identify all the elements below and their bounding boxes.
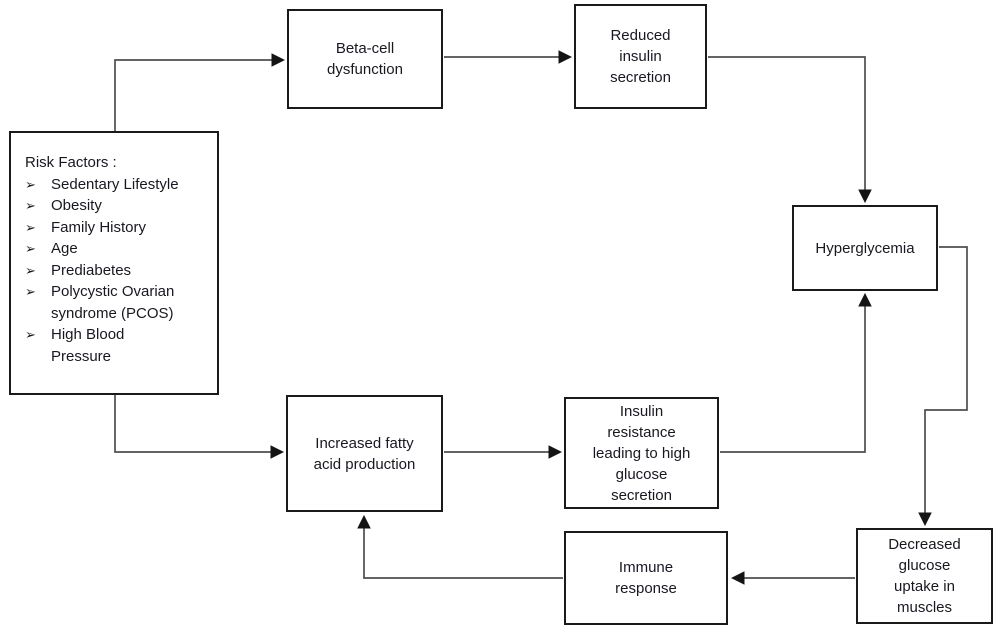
risk-factor-label: Prediabetes <box>51 261 132 279</box>
arrow-reduced-insulin-to-hyperglycemia <box>708 56 872 204</box>
arrow-bullet-icon: ➢ <box>25 219 36 235</box>
risk-factor-label: Age <box>51 240 78 257</box>
risk-factor-item: ➢ Polycystic Ovarian syndrome (PCOS) <box>23 281 211 324</box>
node-immune-response: Immune response <box>564 531 728 625</box>
risk-factor-item: ➢ Prediabetes <box>23 260 211 282</box>
arrow-bullet-icon: ➢ <box>25 176 36 192</box>
risk-factor-item: ➢ Family History <box>23 217 211 239</box>
risk-factor-item: ➢ Sedentary Lifestyle <box>23 174 211 196</box>
risk-factor-item: ➢ High Blood Pressure <box>23 324 211 367</box>
node-reduced-insulin-secretion: Reduced insulin secretion <box>574 4 707 109</box>
node-hyperglycemia: Hyperglycemia <box>792 205 938 291</box>
node-risk-factors: Risk Factors : ➢ Sedentary Lifestyle ➢ O… <box>9 131 219 395</box>
node-increased-fatty-acid-production: Increased fatty acid production <box>286 395 443 512</box>
node-beta-cell-dysfunction: Beta-cell dysfunction <box>287 9 443 109</box>
arrow-bullet-icon: ➢ <box>25 284 36 299</box>
risk-factor-label: Obesity <box>51 197 102 214</box>
risk-factor-label: High Blood Pressure <box>51 326 125 365</box>
risk-factor-label: Polycystic Ovarian syndrome (PCOS) <box>51 283 175 322</box>
risk-factor-item: ➢ Age <box>23 238 211 260</box>
risk-factors-heading: Risk Factors : <box>25 154 117 171</box>
arrow-insulin-resistance-to-hyperglycemia <box>720 292 872 453</box>
arrow-hyperglycemia-to-decreased-glucose <box>918 246 968 527</box>
node-insulin-resistance: Insulin resistance leading to high gluco… <box>564 397 719 509</box>
arrow-bullet-icon: ➢ <box>25 198 36 213</box>
risk-factor-label: Family History <box>51 218 147 236</box>
arrow-risk-factors-to-increased-fatty <box>114 395 285 459</box>
arrow-bullet-icon: ➢ <box>25 327 36 342</box>
node-decreased-glucose-uptake: Decreased glucose uptake in muscles <box>856 528 993 624</box>
arrow-bullet-icon: ➢ <box>25 241 36 256</box>
arrow-immune-response-to-increased-fatty <box>357 514 563 579</box>
arrow-bullet-icon: ➢ <box>25 262 36 278</box>
risk-factor-label: Sedentary Lifestyle <box>51 175 179 193</box>
arrow-risk-factors-to-beta-cell <box>114 53 286 131</box>
risk-factor-item: ➢ Obesity <box>23 195 211 217</box>
